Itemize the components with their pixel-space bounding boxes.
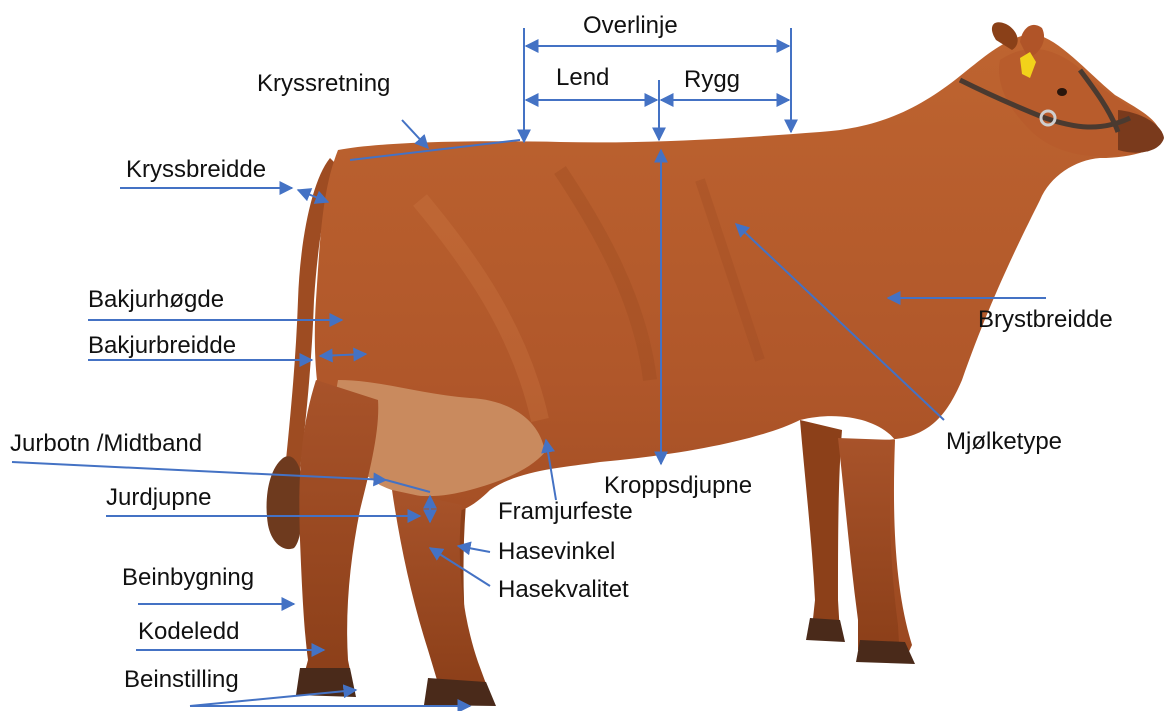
label-beinstilling: Beinstilling [124,668,239,692]
label-jurdjupne: Jurdjupne [106,486,211,510]
label-kryssretning: Kryssretning [257,72,390,96]
label-rygg: Rygg [684,68,740,92]
label-jurbotn-midtband: Jurbotn /Midtband [10,432,202,456]
label-mjolketype: Mjølketype [946,430,1062,454]
label-kodeledd: Kodeledd [138,620,239,644]
label-kryssbreidde: Kryssbreidde [126,158,266,182]
label-hasevinkel: Hasevinkel [498,540,615,564]
label-hasekvalitet: Hasekvalitet [498,578,629,602]
label-overlinje: Overlinje [583,14,678,38]
label-brystbreidde: Brystbreidde [978,308,1113,332]
label-kroppsdjupne: Kroppsdjupne [604,474,752,498]
label-framjurfeste: Framjurfeste [498,500,633,524]
label-lend: Lend [556,66,609,90]
label-bakjurhogde: Bakjurhøgde [88,288,224,312]
label-beinbygning: Beinbygning [122,566,254,590]
label-bakjurbreidde: Bakjurbreidde [88,334,236,358]
cow-body [296,22,1164,706]
